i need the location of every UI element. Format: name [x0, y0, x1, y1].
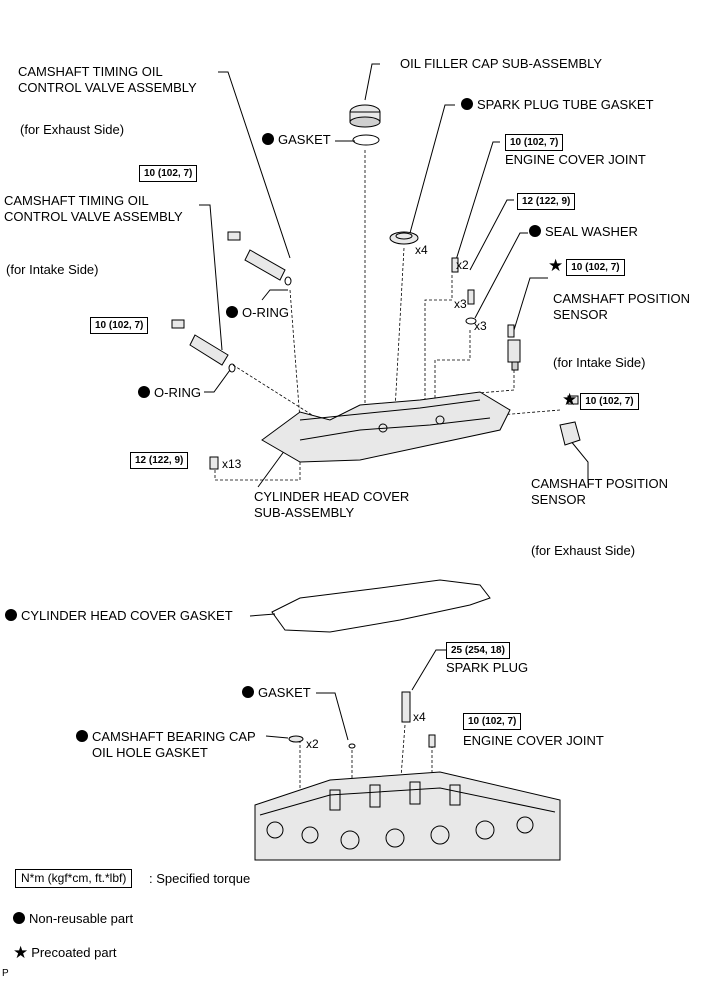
spark-plug-label: SPARK PLUG: [446, 660, 529, 675]
cyl-head-cover-gasket-part: [271, 579, 491, 633]
cyl-head-cover-gasket-text: CYLINDER HEAD COVER GASKET: [21, 608, 233, 623]
cam-pos-sensor-exh-label-2: SENSOR: [531, 492, 586, 507]
spark-plug-tube-gasket-label: SPARK PLUG TUBE GASKET: [461, 97, 654, 113]
non-reusable-icon: [5, 609, 17, 621]
for-exhaust-side-2-label: (for Exhaust Side): [531, 543, 636, 558]
precoated-star-icon: ★: [13, 943, 29, 962]
non-reusable-icon: [13, 912, 25, 924]
engine-cover-joint-bottom-label: ENGINE COVER JOINT: [463, 733, 604, 748]
gasket-top-part: [352, 134, 380, 146]
torque-cam-pos-int: 10 (102, 7): [566, 259, 625, 276]
torque-engine-cover-joint-top: 10 (102, 7): [505, 134, 564, 151]
legend-torque-desc: : Specified torque: [149, 871, 251, 886]
o-ring-1-text: O-RING: [242, 305, 289, 320]
cam-pos-exh-torque-group: ★10 (102, 7): [562, 390, 639, 410]
qty-spark-plug-tube-gasket: x4: [415, 243, 428, 257]
seal-washer-text: SEAL WASHER: [545, 224, 638, 239]
cyl-head-cover-label-2: SUB-ASSEMBLY: [254, 505, 355, 520]
cylinder-head-part: [254, 771, 561, 861]
cam-timing-int-label-1: CAMSHAFT TIMING OIL: [4, 193, 149, 208]
cam-pos-sensor-exh-part: [559, 421, 581, 446]
cam-bearing-gasket-part: [288, 735, 304, 743]
torque-head-cover-bolts: 12 (122, 9): [130, 452, 189, 469]
leader-lines: [199, 63, 589, 741]
cam-timing-valve-int-part: [189, 334, 236, 373]
cam-timing-exh-label-2: CONTROL VALVE ASSEMBLY: [18, 80, 197, 95]
cam-timing-exh-label-1: CAMSHAFT TIMING OIL: [18, 64, 163, 79]
precoated-star-icon: ★: [548, 256, 564, 275]
gasket-bottom-text: GASKET: [258, 685, 311, 700]
legend-non-reusable: Non-reusable part: [13, 911, 133, 927]
cam-pos-sensor-int-label-2: SENSOR: [553, 307, 608, 322]
oil-filler-cap-part: [349, 104, 381, 128]
qty-seal-washer-bolt: x3: [454, 297, 467, 311]
qty-engine-cover-joint-top: x2: [456, 258, 469, 272]
seal-washer-label: SEAL WASHER: [529, 224, 638, 240]
for-exhaust-side-1-label: (for Exhaust Side): [20, 122, 125, 137]
engine-cover-joint-bottom-part: [428, 734, 436, 748]
o-ring-2-text: O-RING: [154, 385, 201, 400]
for-intake-side-2-label: (for Intake Side): [553, 355, 646, 370]
small-bolts: [171, 231, 579, 470]
legend-non-reusable-text: Non-reusable part: [29, 911, 134, 926]
corner-mark: P: [2, 968, 9, 979]
oil-filler-cap-label: OIL FILLER CAP SUB-ASSEMBLY: [400, 56, 603, 71]
spark-plug-part: [401, 691, 411, 723]
cam-bearing-cap-label-2: OIL HOLE GASKET: [92, 745, 208, 760]
torque-cam-timing-exh: 10 (102, 7): [139, 165, 198, 182]
non-reusable-icon: [529, 225, 541, 237]
cam-timing-int-label-2: CONTROL VALVE ASSEMBLY: [4, 209, 183, 224]
qty-spark-plug: x4: [413, 710, 426, 724]
legend-torque-box: N*m (kgf*cm, ft.*lbf): [15, 869, 133, 888]
torque-cam-pos-exh: 10 (102, 7): [580, 393, 639, 410]
non-reusable-icon: [226, 306, 238, 318]
non-reusable-icon: [461, 98, 473, 110]
non-reusable-icon: [242, 686, 254, 698]
cyl-head-cover-label-1: CYLINDER HEAD COVER: [254, 489, 410, 504]
torque-seal-washer-bolt: 12 (122, 9): [517, 193, 576, 210]
o-ring-1-label: O-RING: [226, 305, 289, 321]
cam-pos-sensor-int-part: [507, 339, 521, 371]
torque-spark-plug: 25 (254, 18): [446, 642, 510, 659]
non-reusable-icon: [262, 133, 274, 145]
cylinder-head-cover-part: [261, 391, 511, 463]
spark-plug-tube-gasket-text: SPARK PLUG TUBE GASKET: [477, 97, 654, 112]
spark-plug-tube-gasket-part: [389, 231, 419, 245]
cam-pos-sensor-exh-label-1: CAMSHAFT POSITION: [531, 476, 668, 491]
engine-cover-joint-top-label: ENGINE COVER JOINT: [505, 152, 646, 167]
non-reusable-icon: [138, 386, 150, 398]
o-ring-2-label: O-RING: [138, 385, 201, 401]
cam-pos-sensor-int-label-1: CAMSHAFT POSITION: [553, 291, 690, 306]
gasket-bottom-label: GASKET: [242, 685, 311, 701]
torque-cam-timing-int: 10 (102, 7): [90, 317, 149, 334]
qty-head-cover-bolts: x13: [222, 457, 242, 471]
precoated-star-icon: ★: [562, 390, 578, 409]
for-intake-side-1-label: (for Intake Side): [6, 262, 99, 277]
legend-precoated-text: Precoated part: [31, 945, 117, 960]
non-reusable-icon: [76, 730, 88, 742]
legend-precoated: ★Precoated part: [13, 943, 117, 962]
gasket-top-text: GASKET: [278, 132, 331, 147]
cam-timing-valve-exh-part: [244, 249, 292, 286]
gasket-top-label: GASKET: [262, 132, 331, 148]
qty-seal-washer: x3: [474, 319, 487, 333]
cam-bearing-cap-text: CAMSHAFT BEARING CAP: [92, 729, 256, 744]
torque-engine-cover-joint-bottom: 10 (102, 7): [463, 713, 522, 730]
gasket-bottom-part: [348, 743, 356, 749]
qty-cam-bearing-gasket: x2: [306, 737, 319, 751]
cam-pos-int-torque-group: ★10 (102, 7): [548, 256, 625, 276]
cam-bearing-cap-label-1: CAMSHAFT BEARING CAP: [76, 729, 256, 745]
cyl-head-cover-gasket-label: CYLINDER HEAD COVER GASKET: [5, 608, 233, 624]
